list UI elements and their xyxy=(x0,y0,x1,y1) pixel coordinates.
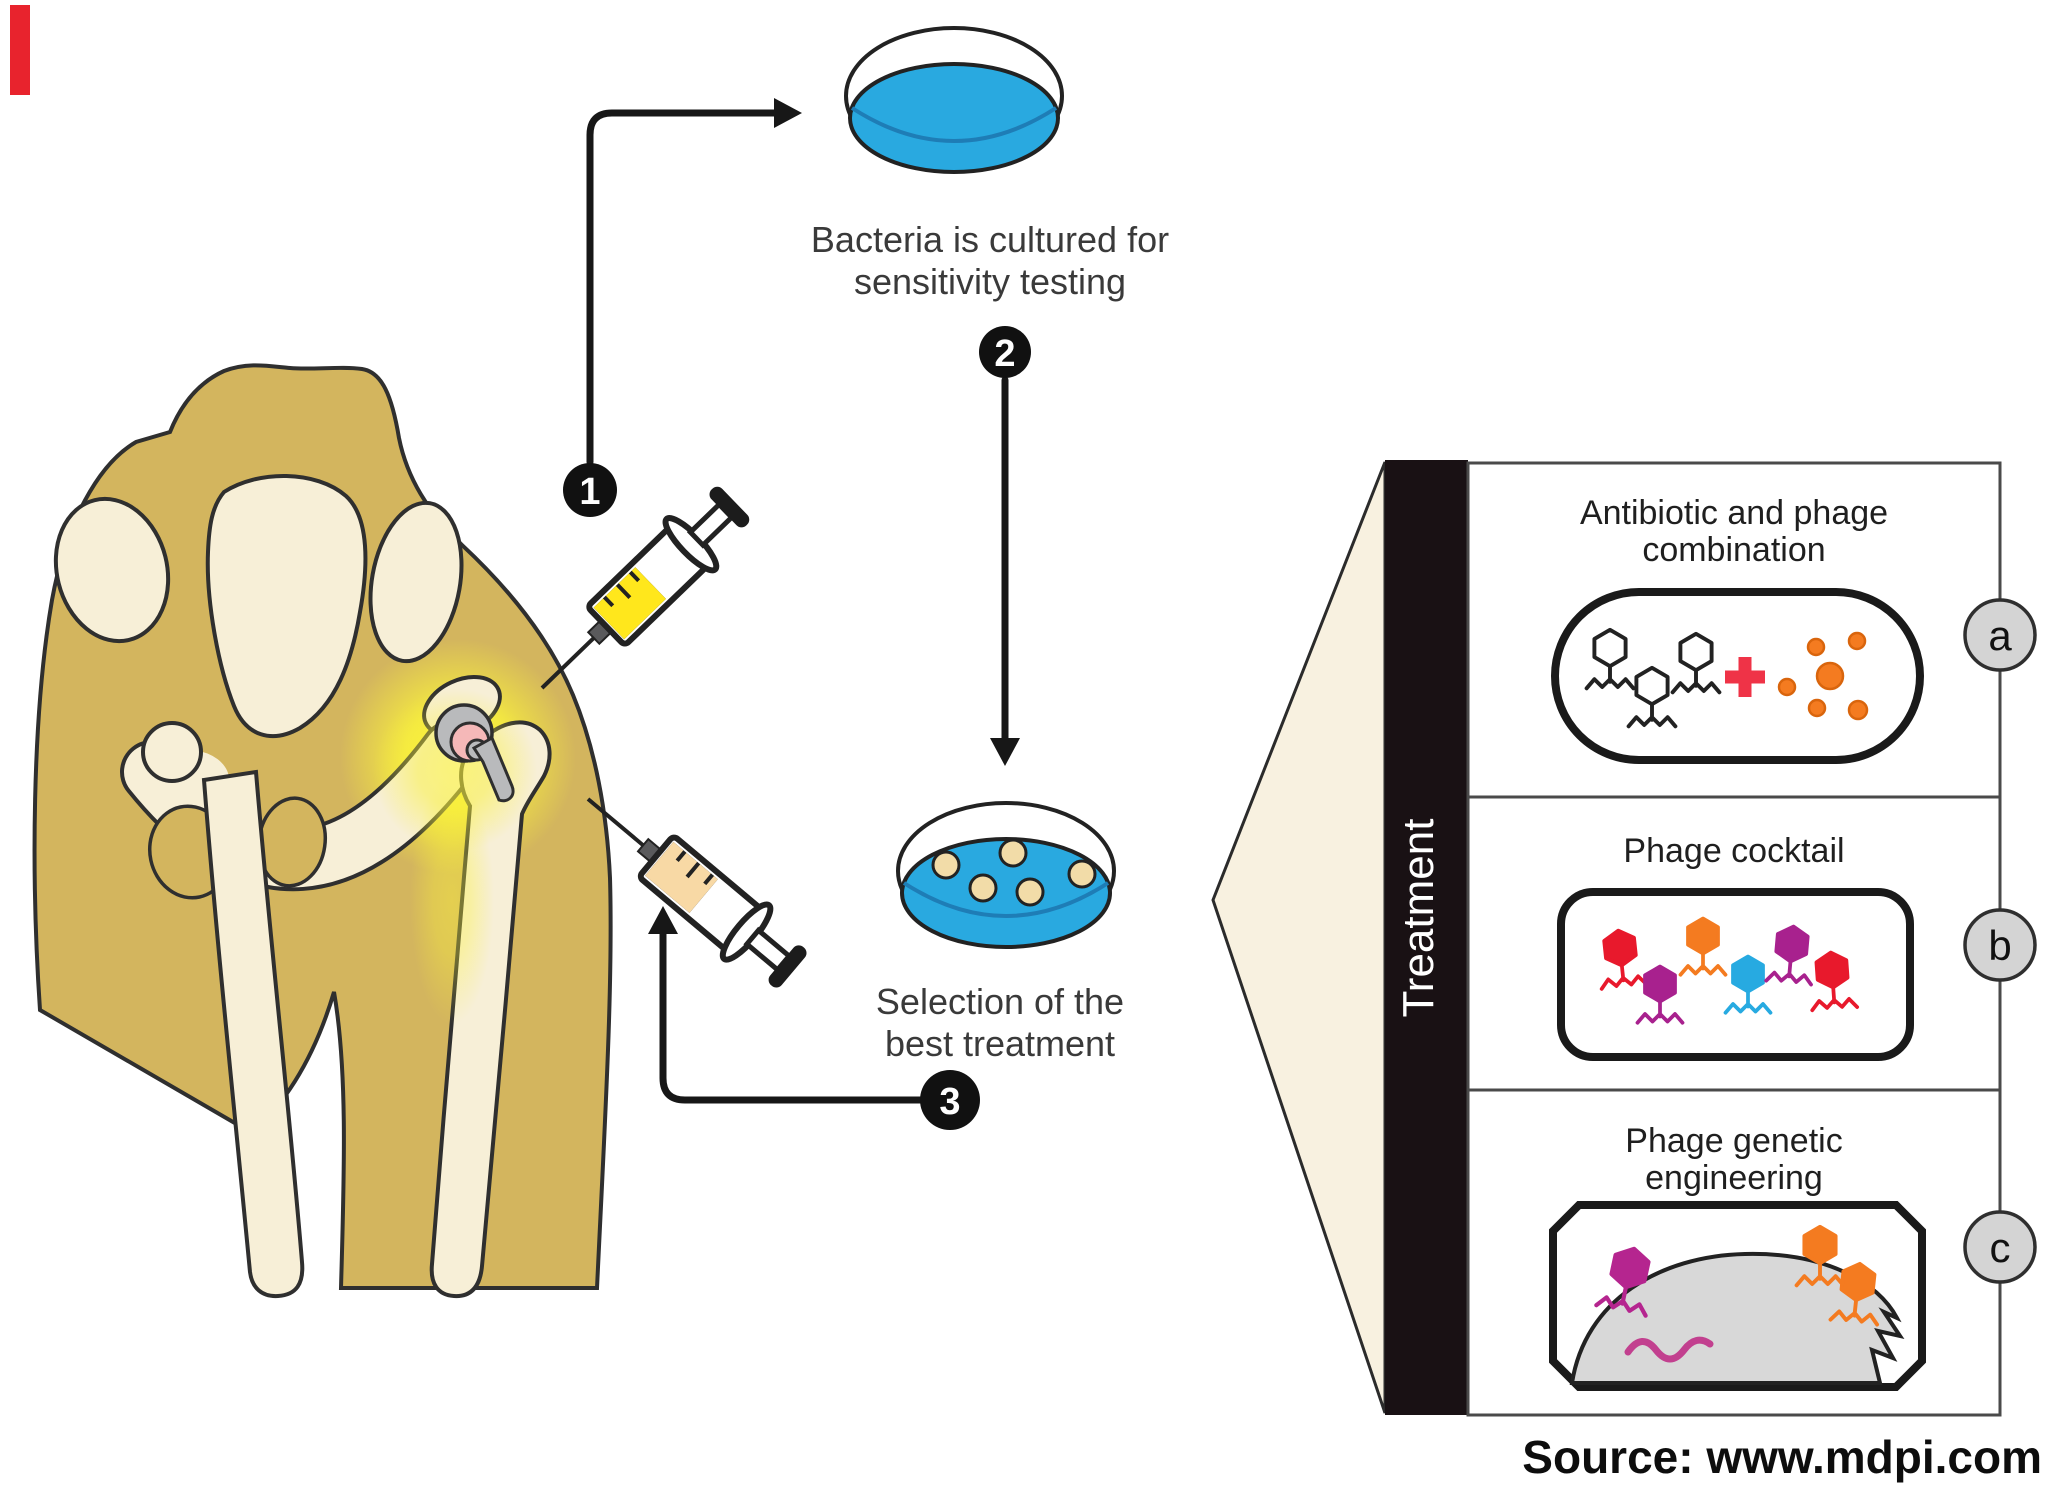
culture-caption-line2: sensitivity testing xyxy=(854,261,1126,302)
arrowheads xyxy=(648,98,1020,934)
arrow-step3-path xyxy=(659,930,925,1104)
left-iliac-wing xyxy=(53,496,171,644)
left-femoral-head xyxy=(141,721,203,783)
corner-red-mark xyxy=(10,5,30,95)
selection-caption-line1: Selection of the xyxy=(876,981,1124,1022)
option-a-title-line2: combination xyxy=(1642,531,1825,569)
arrowhead-up-icon xyxy=(648,906,678,934)
implant-stem xyxy=(471,735,515,803)
option-a-content: Antibiotic and phage combination xyxy=(1551,494,1924,764)
step-1-number: 1 xyxy=(579,471,600,513)
badge-a-circle xyxy=(1963,598,2037,672)
badge-b-circle xyxy=(1963,908,2037,982)
option-c-title-line1: Phage genetic xyxy=(1625,1122,1842,1160)
badge-a-label: a xyxy=(1988,612,2012,659)
arrowhead-down-icon xyxy=(990,738,1020,766)
step-2-marker: 2 xyxy=(979,326,1031,378)
step-3-number: 3 xyxy=(939,1081,960,1123)
arrowhead-right-icon xyxy=(774,98,802,128)
step-1-marker: 1 xyxy=(563,463,617,517)
badge-c-circle xyxy=(1963,1210,2037,1284)
petri-dish-selection-icon xyxy=(896,801,1116,949)
selection-caption-line2: best treatment xyxy=(885,1023,1115,1064)
infection-glow-streak xyxy=(410,775,494,1025)
funnel-shape xyxy=(1211,461,1387,1414)
hip-implant xyxy=(434,703,515,803)
source-attribution: Source: www.mdpi.com xyxy=(1522,1431,2042,1483)
step-arrows xyxy=(586,109,1009,1104)
treatment-axis-label: Treatment xyxy=(1394,819,1443,1018)
sacrum xyxy=(205,474,368,738)
dna-strand-icon xyxy=(1624,1336,1714,1363)
badge-b-label: b xyxy=(1988,922,2011,969)
option-a-title-line1: Antibiotic and phage xyxy=(1580,494,1888,532)
option-c-title-line2: engineering xyxy=(1645,1159,1823,1197)
option-c-content: Phage genetic engineering xyxy=(1549,1122,1926,1391)
infection-glow-overlay xyxy=(373,688,537,852)
plus-icon xyxy=(1725,657,1765,697)
left-femur xyxy=(141,721,305,1299)
option-badges: a b c xyxy=(1963,598,2037,1284)
syringe-sample-liquid xyxy=(593,567,666,640)
treatment-axis-bar xyxy=(1385,460,1468,1415)
step-2-number: 2 xyxy=(994,333,1015,375)
badge-c-label: c xyxy=(1990,1224,2011,1271)
option-b-content: Phage cocktail xyxy=(1557,832,1914,1061)
right-iliac-wing xyxy=(368,500,464,664)
syringe-treatment-liquid xyxy=(645,841,718,913)
hip-anatomy-illustration xyxy=(32,363,613,1299)
antibiotic-dots xyxy=(1777,631,1869,721)
arrow-step1-path xyxy=(586,109,782,466)
option-b-title: Phage cocktail xyxy=(1623,832,1844,870)
bacterial-colonies xyxy=(931,838,1097,907)
petri-dish-culture-icon xyxy=(844,26,1064,174)
culture-caption-line1: Bacteria is cultured for xyxy=(811,219,1169,260)
step-3-marker: 3 xyxy=(920,1070,980,1130)
